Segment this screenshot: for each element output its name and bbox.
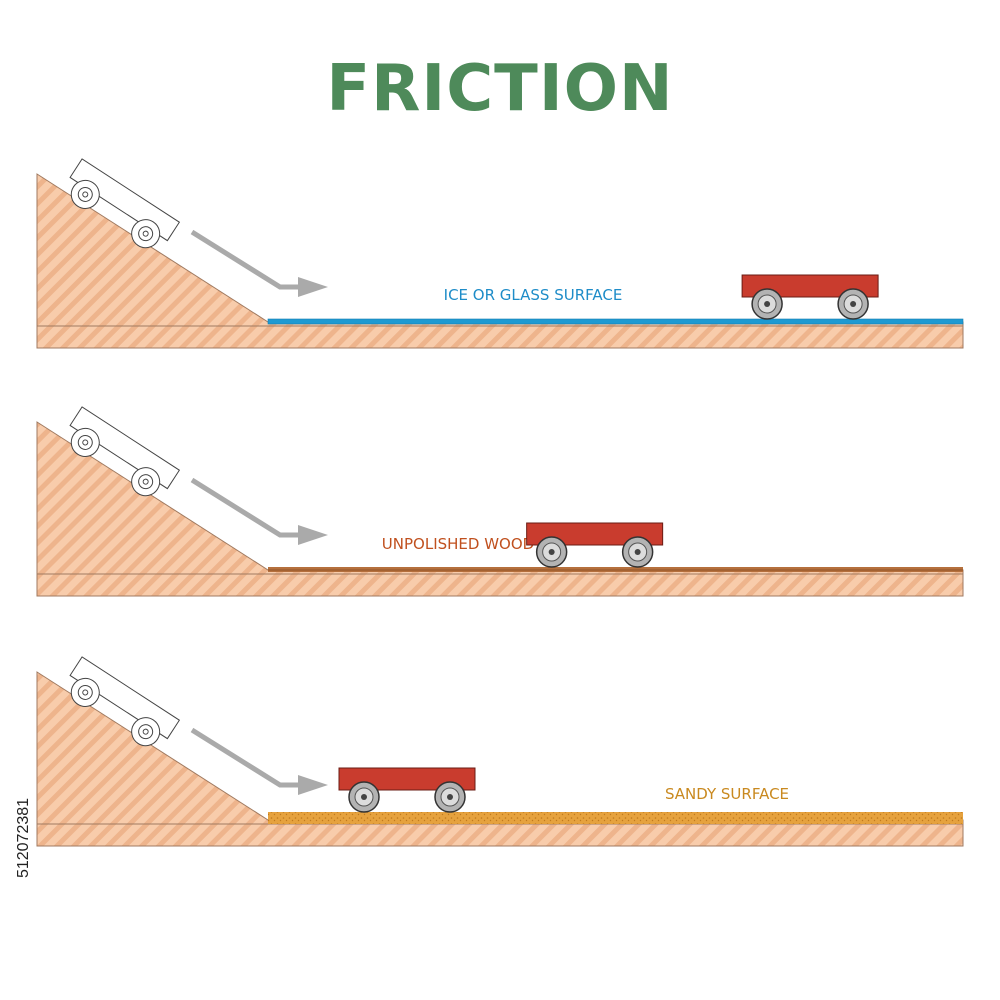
- ramp-cart-body: [69, 656, 181, 740]
- ramp-cart: [69, 158, 181, 249]
- friction-panel-1: ICE OR GLASS SURFACE: [36, 158, 964, 349]
- ramp-cart-body: [69, 158, 181, 242]
- ramp-cart-hub: [142, 728, 149, 735]
- ramp-cart-wheel-rim: [77, 434, 93, 450]
- motion-arrow-head: [298, 525, 328, 545]
- motion-arrow-shaft: [190, 229, 300, 290]
- wagon-wheel-hub: [548, 549, 555, 555]
- wagon-wheel-hub: [850, 301, 857, 307]
- surface-label: ICE OR GLASS SURFACE: [444, 286, 623, 304]
- ramp-cart-hub: [142, 230, 149, 237]
- ramp-cart-wheel-rim: [77, 186, 93, 202]
- ramp-cart: [69, 656, 181, 747]
- ramp-cart-body: [69, 406, 181, 490]
- ramp: [36, 421, 964, 597]
- wagon: [741, 274, 879, 320]
- ramp-cart-wheel-rim: [138, 226, 154, 242]
- wagon-wheel-hub: [447, 794, 453, 800]
- surface-strip: [267, 318, 964, 325]
- wagon: [338, 767, 476, 813]
- wagon-wheel-hub: [764, 301, 771, 307]
- motion-arrow-head: [298, 277, 328, 297]
- ramp-cart-wheel-rim: [138, 474, 154, 490]
- ramp-cart-hub: [142, 478, 149, 485]
- ramp-cart: [69, 406, 181, 497]
- ramp-cart-wheel-rim: [77, 684, 93, 700]
- surface-strip: [268, 812, 963, 824]
- wagon-wheel-hub: [634, 549, 641, 555]
- ramp-cart-hub: [82, 191, 89, 198]
- motion-arrow-head: [298, 775, 328, 795]
- ramp-cart-hub: [82, 439, 89, 446]
- ramp-cart-wheel-rim: [138, 724, 154, 740]
- ramp: [36, 671, 964, 847]
- motion-arrow-shaft: [190, 727, 300, 788]
- surface-strip: [268, 567, 963, 572]
- diagram-title: FRICTION: [326, 52, 674, 126]
- wagon: [526, 522, 664, 568]
- surface-label: SANDY SURFACE: [665, 785, 789, 803]
- wagon-wheel-hub: [361, 794, 367, 800]
- friction-panel-3: SANDY SURFACE: [36, 656, 964, 847]
- ramp-cart-hub: [82, 689, 89, 696]
- stock-image-id: 512072381: [15, 797, 32, 879]
- friction-panel-2: UNPOLISHED WOOD: [36, 406, 964, 597]
- ramp: [36, 173, 964, 349]
- surface-label: UNPOLISHED WOOD: [382, 535, 534, 553]
- motion-arrow-shaft: [190, 477, 300, 538]
